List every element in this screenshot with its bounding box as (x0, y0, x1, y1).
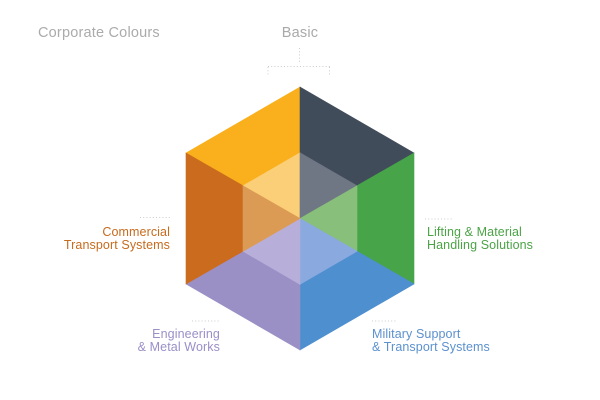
label-line: Engineering (152, 327, 220, 341)
label-line: Transport Systems (63, 237, 170, 252)
label-line: Handling Solutions (427, 237, 534, 252)
label-line: Commercial (102, 225, 170, 239)
label-engineering-metal-works: Engineering & Metal Works (138, 328, 220, 353)
label-line: & Metal Works (137, 339, 220, 354)
hexagon-inner-sectors (242, 152, 358, 285)
leader-lines (140, 48, 453, 322)
label-commercial-transport-systems: Commercial Transport Systems (64, 226, 170, 251)
label-line: Lifting & Material (427, 225, 522, 239)
segment-commercial-inner (242, 185, 301, 252)
basic-bracket (267, 48, 330, 75)
page-title: Corporate Colours (38, 25, 160, 41)
label-military-support-transport: Military Support & Transport Systems (372, 328, 490, 353)
label-lifting-material-handling: Lifting & Material Handling Solutions (427, 226, 533, 251)
basic-label: Basic (281, 25, 319, 41)
label-line: & Transport Systems (372, 339, 490, 354)
label-line: Military Support (372, 327, 461, 341)
